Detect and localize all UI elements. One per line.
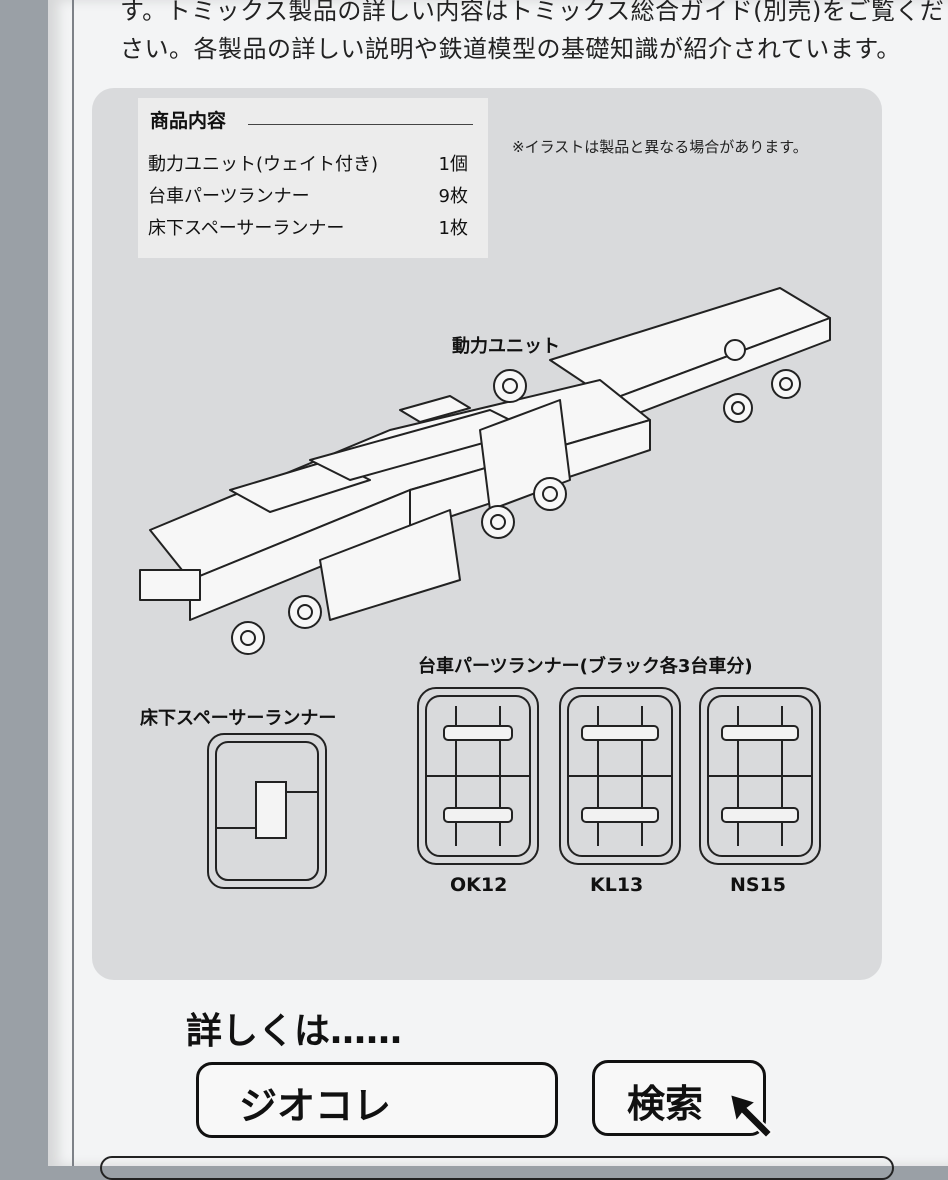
item-name: 台車パーツランナー (148, 186, 310, 207)
spacer-runner-label: 床下スペーサーランナー (140, 708, 337, 729)
motor-unit-label: 動力ユニット (452, 336, 560, 357)
item-name: 動力ユニット(ウェイト付き) (148, 154, 379, 175)
box-edge (72, 0, 74, 1166)
search-button-label: 検索 (627, 1082, 704, 1126)
intro-text: す。トミックス製品の詳しい内容はトミックス総合ガイド(別売)をご覧くだ さい。各… (120, 0, 945, 68)
bogie-runner-label: 台車パーツランナー(ブラック各3台車分) (418, 656, 753, 677)
search-button: 検索 (592, 1060, 766, 1136)
bogie-runner-ok12 (417, 687, 539, 865)
item-qty: 1枚 (438, 218, 468, 239)
search-box: ジオコレ (196, 1062, 558, 1138)
code-label: KL13 (590, 874, 644, 896)
search-term: ジオコレ (239, 1084, 392, 1128)
detail-text: 詳しくは…… (186, 1011, 403, 1052)
contents-row: 台車パーツランナー 9枚 (148, 182, 468, 208)
title-rule (248, 124, 473, 125)
contents-box: 商品内容 動力ユニット(ウェイト付き) 1個 台車パーツランナー 9枚 床下スペ… (138, 98, 488, 258)
disclaimer-note: ※イラストは製品と異なる場合があります。 (512, 138, 808, 156)
item-name: 床下スペーサーランナー (148, 218, 345, 239)
item-qty: 1個 (438, 154, 468, 175)
motor-unit-illustration (139, 287, 831, 655)
bogie-runner-kl13 (559, 687, 681, 865)
cursor-arrow-icon (728, 1092, 774, 1140)
code-label: OK12 (450, 874, 508, 896)
intro-line: す。トミックス製品の詳しい内容はトミックス総合ガイド(別売)をご覧くだ (120, 0, 945, 25)
contents-row: 動力ユニット(ウェイト付き) 1個 (148, 150, 468, 176)
spacer-runner-illustration (207, 733, 327, 889)
code-label: NS15 (730, 874, 787, 896)
contents-row: 床下スペーサーランナー 1枚 (148, 214, 468, 240)
item-qty: 9枚 (438, 186, 468, 207)
contents-title: 商品内容 (150, 110, 227, 132)
next-box-edge (100, 1156, 894, 1180)
bogie-runner-ns15 (699, 687, 821, 865)
intro-line: さい。各製品の詳しい説明や鉄道模型の基礎知識が紹介されています。 (120, 35, 901, 63)
